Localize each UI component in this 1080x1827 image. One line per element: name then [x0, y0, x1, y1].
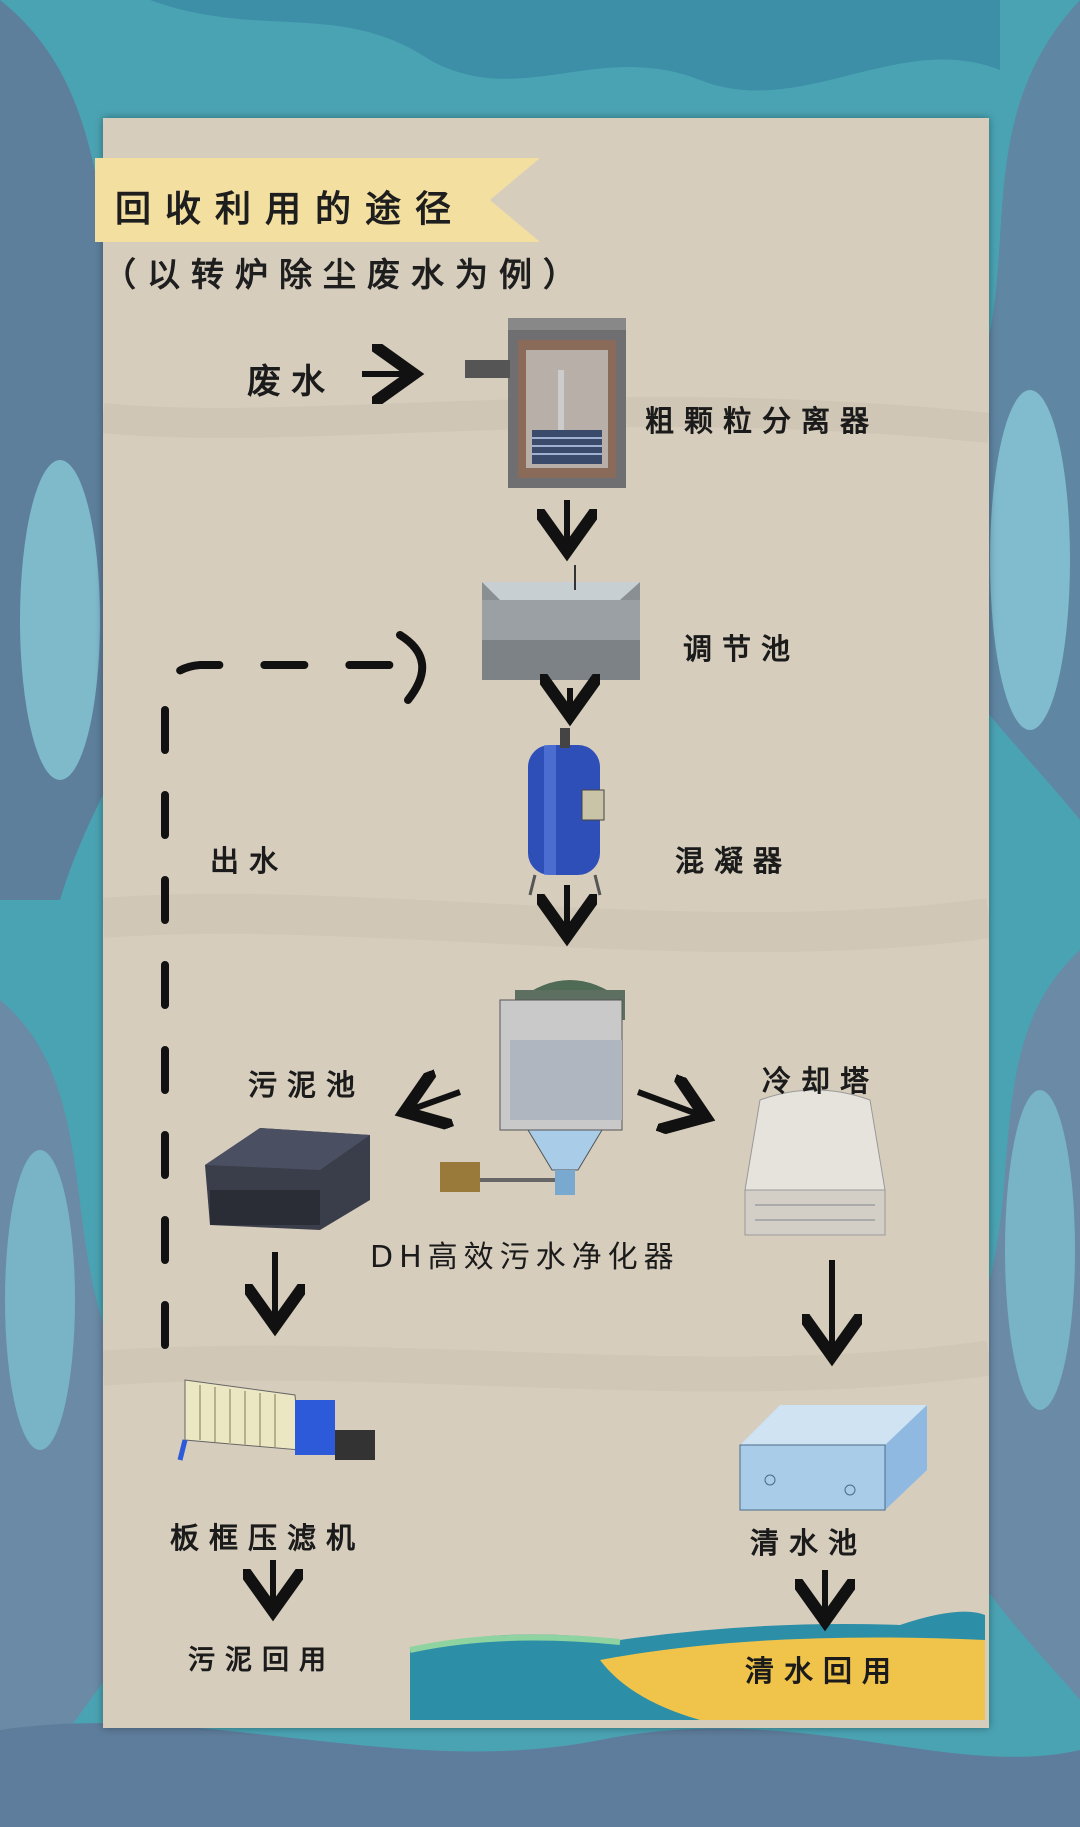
label-dh-purifier: DH高效污水净化器	[370, 1240, 680, 1275]
label-regulating-tank: 调节池	[683, 632, 801, 666]
clear-water-tank-icon	[739, 1405, 927, 1511]
label-cooling-tower: 冷却塔	[762, 1064, 880, 1098]
arrow-return-head	[396, 631, 427, 704]
page-subtitle: （以转炉除尘废水为例）	[103, 255, 587, 294]
sludge-tank-icon	[205, 1128, 370, 1230]
label-filter-press: 板框压滤机	[170, 1521, 366, 1555]
label-outlet-water: 出水	[210, 844, 289, 878]
dashed-return-line	[161, 661, 424, 1349]
label-coagulator: 混凝器	[675, 844, 793, 878]
arrow-to-cooling	[636, 1092, 700, 1115]
label-clear-water-reuse: 清水回用	[745, 1654, 902, 1688]
label-clear-water-tank: 清水池	[750, 1526, 868, 1560]
label-coarse-separator: 粗颗粒分离器	[645, 404, 880, 438]
filter-press-icon	[177, 1379, 375, 1461]
label-sludge-reuse: 污泥回用	[188, 1645, 336, 1676]
coagulator-icon	[528, 728, 605, 896]
title-banner	[95, 158, 540, 242]
dh-purifier-icon	[440, 980, 625, 1195]
arrow-to-sludge	[410, 1092, 462, 1110]
label-sludge-tank: 污泥池	[248, 1068, 366, 1102]
cooling-tower-icon	[744, 1089, 886, 1236]
shoreline-icon	[409, 1611, 985, 1720]
coarse-separator-icon	[465, 318, 626, 488]
page-title: 回收利用的途径	[115, 188, 466, 230]
label-wastewater: 废水	[247, 362, 335, 402]
regulating-tank-icon	[482, 565, 640, 680]
